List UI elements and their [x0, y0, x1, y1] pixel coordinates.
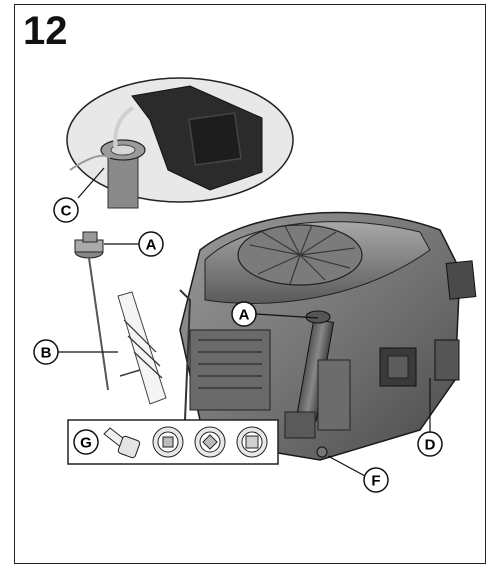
- square-drive-icon-2: [194, 426, 226, 458]
- engine-illustration: A C B A D F G: [33, 77, 477, 493]
- svg-text:D: D: [425, 437, 436, 454]
- callout-a-cap: A: [138, 231, 164, 257]
- svg-text:C: C: [61, 203, 72, 220]
- fastener-panel: [67, 419, 279, 465]
- callout-c: C: [53, 197, 79, 223]
- callout-b: B: [33, 339, 59, 365]
- svg-text:G: G: [80, 435, 92, 452]
- svg-text:B: B: [41, 345, 52, 362]
- engine: [179, 211, 477, 461]
- square-drive-icon-3: [236, 426, 268, 458]
- leader-lines: [58, 167, 431, 477]
- svg-text:F: F: [371, 473, 380, 490]
- svg-text:A: A: [239, 307, 250, 324]
- svg-text:A: A: [146, 237, 157, 254]
- figure-number: 12: [23, 9, 68, 53]
- callout-a-fill: A: [231, 301, 257, 327]
- callout-f: F: [363, 467, 389, 493]
- callout-g: G: [73, 429, 99, 455]
- square-drive-icon-1: [152, 426, 184, 458]
- inset-detail: [66, 77, 294, 209]
- callout-d: D: [417, 431, 443, 457]
- plug-tool-icon: [103, 427, 141, 459]
- dipstick: [74, 231, 167, 405]
